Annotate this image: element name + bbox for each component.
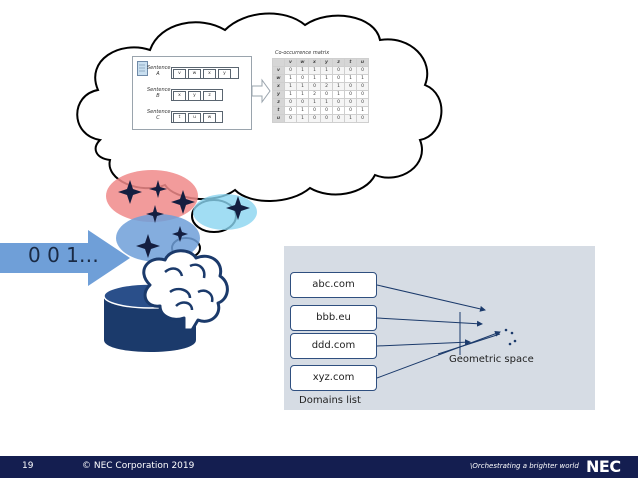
embedding-point — [508, 342, 512, 346]
word-cell: z — [203, 91, 216, 101]
word-cell: x — [173, 91, 186, 101]
footer-bar: 19 © NEC Corporation 2019 \Orchestrating… — [0, 456, 638, 478]
sentence-words: x y z — [171, 89, 223, 101]
word-cell: t — [173, 113, 186, 123]
domain-item: ddd.com — [290, 333, 377, 359]
star-icon — [136, 234, 160, 258]
matrix-title: Co-occurrence matrix — [275, 50, 330, 56]
bit-stream-text: 0 0 1… — [28, 243, 99, 267]
word-cell: v — [173, 69, 186, 79]
star-icon — [172, 226, 188, 242]
copyright-text: © NEC Corporation 2019 — [82, 461, 195, 471]
mapping-arrow — [376, 284, 486, 312]
page-number: 19 — [22, 461, 34, 471]
domain-item: xyz.com — [290, 365, 377, 391]
tagline-text: \Orchestrating a brighter world — [470, 462, 579, 470]
star-icon — [171, 190, 195, 214]
embedding-point — [513, 339, 517, 343]
word-cell: w — [203, 113, 216, 123]
nec-logo: NEC — [586, 457, 621, 476]
embedding-point — [510, 331, 514, 335]
star-icon — [146, 205, 164, 223]
input-arrow — [0, 230, 130, 286]
word-cell: u — [188, 113, 201, 123]
domain-item: bbb.eu — [290, 305, 377, 331]
axis-horizontal — [437, 333, 501, 355]
star-icon — [226, 196, 250, 220]
document-icon — [137, 61, 148, 76]
transform-arrow — [251, 78, 271, 104]
star-icon — [149, 180, 167, 198]
word-cell: w — [188, 69, 201, 79]
mapping-arrow — [376, 330, 501, 379]
embedding-point — [504, 328, 508, 332]
domain-item: abc.com — [290, 272, 377, 298]
cyan-blob — [193, 194, 257, 230]
sentence-label: Sentence B — [147, 87, 171, 99]
mapping-arrow — [376, 317, 483, 327]
matrix-cell: 0 — [356, 114, 369, 123]
sentence-label: Sentence C — [147, 109, 171, 121]
sentence-words: t u w — [171, 111, 223, 123]
sentences-diagram: Sentence A v w x y Sentence B x y z Sent… — [132, 56, 252, 130]
brain-icon — [142, 249, 229, 332]
geometric-space-label: Geometric space — [449, 354, 534, 365]
sentence-label: Sentence A — [147, 65, 171, 77]
sentence-words: v w x y — [171, 67, 239, 79]
word-cell: y — [218, 69, 231, 79]
sparkle-stars — [118, 180, 250, 258]
mapping-arrow — [376, 339, 471, 347]
word-cell: y — [188, 91, 201, 101]
word-cell: x — [203, 69, 216, 79]
star-icon — [118, 180, 142, 204]
domains-list-label: Domains list — [299, 395, 361, 406]
